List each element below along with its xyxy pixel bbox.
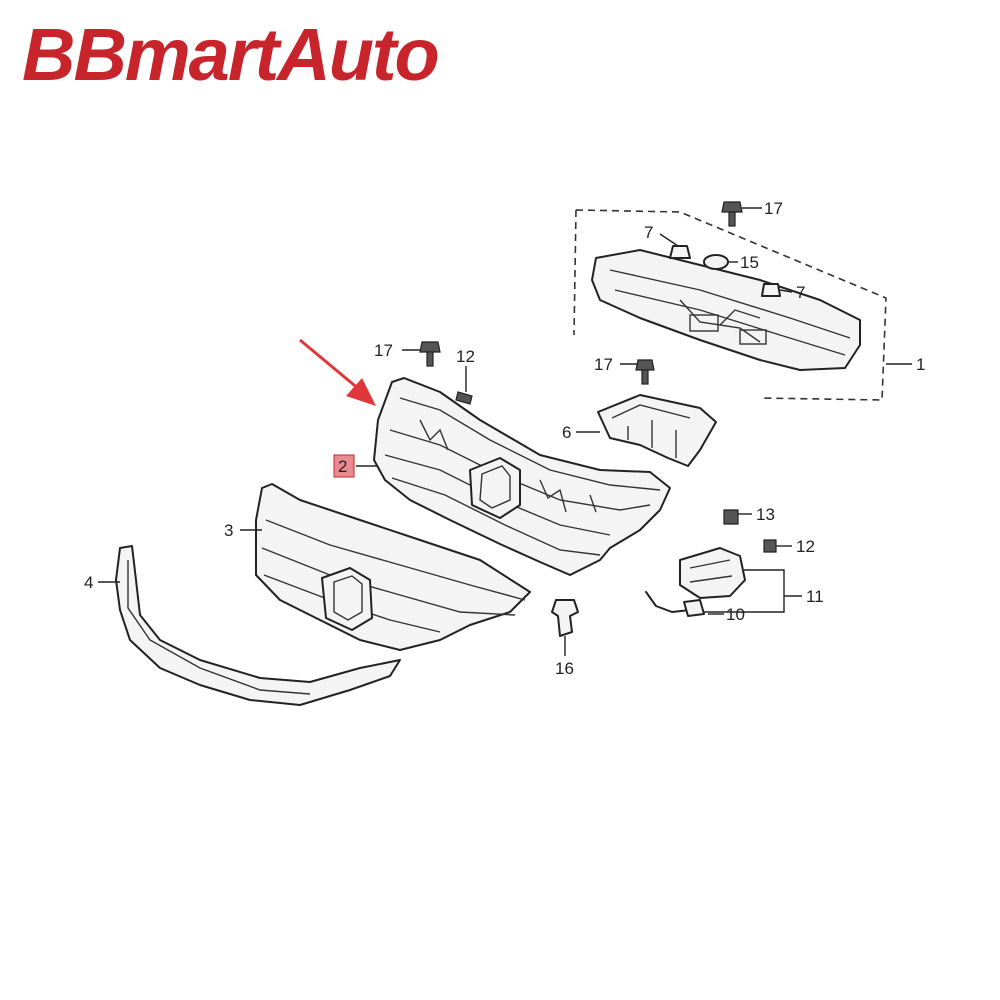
callout-15: 15: [740, 253, 759, 272]
callout-13: 13: [756, 505, 775, 524]
callout-10: 10: [726, 605, 745, 624]
callout-17-left: 17: [374, 341, 393, 360]
callout-4: 4: [84, 573, 93, 592]
leader-7-upper: [659, 233, 679, 247]
clip-12-upper-icon: [455, 391, 473, 405]
part-10-cable-clip: [645, 591, 705, 617]
part-3-grille-front: [255, 483, 531, 651]
bolt-17-left-icon: [419, 341, 441, 367]
callout-3: 3: [224, 521, 233, 540]
callout-2-highlight: [333, 454, 355, 478]
clip-12-lower-icon: [763, 539, 777, 553]
callout-1: 1: [916, 355, 925, 374]
callout-12-lower: 12: [796, 537, 815, 556]
plug-15-icon: [703, 254, 729, 270]
clip-7-lower-icon: [761, 283, 781, 297]
callout-7-lower: 7: [796, 283, 805, 302]
callout-17-top: 17: [764, 199, 783, 218]
clip-7-upper-icon: [669, 245, 691, 259]
bolt-17-bracket-icon: [635, 359, 655, 385]
part-6-center-bracket: [597, 394, 717, 467]
callout-16: 16: [555, 659, 574, 678]
part-2-grille-base: [373, 377, 671, 576]
highlight-arrow: [299, 338, 376, 406]
leader-7-lower: [779, 289, 793, 293]
bolt-13-icon: [723, 509, 739, 525]
part-11-latch: [679, 547, 746, 599]
callout-11: 11: [806, 587, 824, 606]
callout-2: 2: [338, 457, 347, 476]
callout-12-upper: 12: [456, 347, 475, 366]
callout-6: 6: [562, 423, 571, 442]
assembly-1-boundary: [573, 209, 887, 401]
bolt-17-top-icon: [721, 201, 743, 227]
part-4-lower-molding: [115, 545, 401, 706]
brand-logo-text: BBmartAuto: [22, 13, 440, 96]
callout-17-bracket: 17: [594, 355, 613, 374]
callout-7-upper: 7: [644, 223, 653, 242]
part-16-clip-icon: [551, 599, 579, 637]
part-1-upper-cover: [591, 249, 861, 371]
leader-11-bracket: [704, 569, 802, 613]
